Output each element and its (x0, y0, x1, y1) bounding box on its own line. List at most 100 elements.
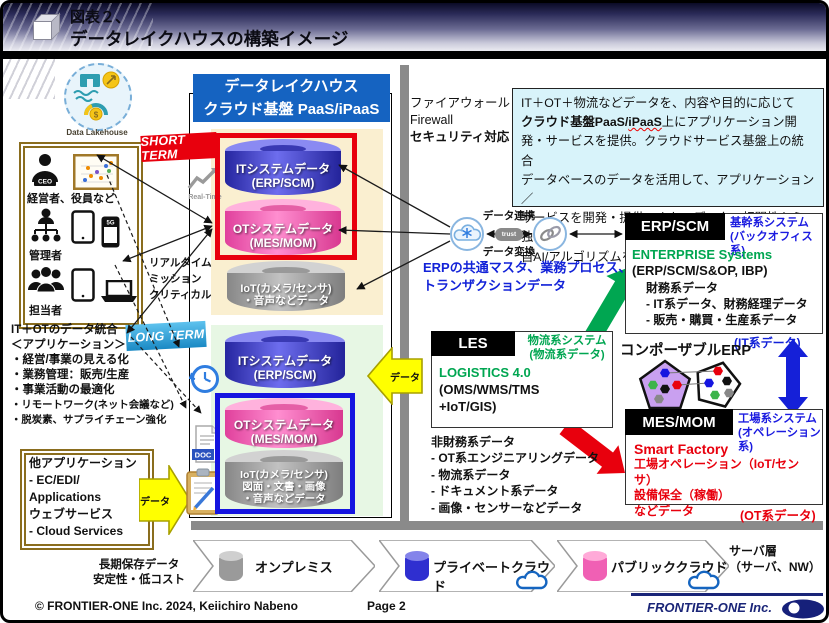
users-row2-label: 管理者 (29, 250, 62, 262)
note-line: ・経営/事業の見える化 (11, 354, 129, 366)
phone-5g-icon: 5G (101, 216, 120, 248)
ceo-icon: CEO (32, 154, 58, 186)
erp-subtitle: (ERP/SCM/S&OP, IBP) (632, 263, 768, 278)
les-body: (OMS/WMS/TMS +IoT/GIS) (439, 382, 540, 414)
header-stripes-decoration (3, 3, 153, 53)
lt-ot-cylinder-label: OTシステムデータ (MES/MOM) (233, 417, 335, 447)
integration-node-icon (450, 217, 484, 251)
lt-iot-cylinder: IoT(カメラ/センサ) 図面・文書・画像 ・音声などデータ (225, 450, 343, 508)
st-ot-cylinder-label: OTシステムデータ (MES/MOM) (232, 221, 334, 251)
lakehouse-title: データレイクハウス クラウド基盤 PaaS/iPaaS (193, 74, 390, 122)
laptop-icon (101, 280, 137, 302)
data-link-label: データ連携 (482, 210, 536, 222)
tablet-icon (71, 210, 95, 244)
page-title: データレイクハウスの構築イメージ (70, 29, 349, 49)
mes-body: 工場オペレーション（IoT/センサ） 設備保全（稼働） などデータ (634, 457, 800, 518)
firewall-note: ファイアウォール Firewall セキュリティ対応 (410, 95, 510, 146)
les-side-note: 物流系システム (物流系データ) (527, 335, 607, 361)
phone-5g-badge: 5G (106, 221, 114, 227)
erp-body: 財務系データ - IT系データ、財務経理データ - 販売・購買・生産系データ (646, 281, 808, 327)
clipboard-icon (186, 468, 220, 515)
firewall-note-bold: セキュリティ対応 (410, 130, 510, 144)
les-box: LES 物流系システム (物流系データ) LOGISTICS 4.0 (OMS/… (431, 331, 613, 428)
erp-scm-tag: ERP/SCM (625, 213, 725, 240)
other-applications-box (20, 449, 154, 550)
users-row3-label: 担当者 (29, 305, 62, 317)
data-lakehouse-caption: Data Lakehouse (66, 128, 128, 137)
ot-data-label: (OT系データ) (740, 509, 816, 523)
ceo-badge: CEO (38, 179, 52, 186)
scatter-chart-icon (73, 154, 119, 190)
footer-brand-rule (631, 593, 823, 596)
doc-label: DOC (195, 451, 212, 460)
cloud-icon (688, 570, 720, 590)
public-cloud-cylinder-icon (583, 551, 607, 581)
hexagon-modules (648, 366, 734, 404)
data-arrow-from-apps: データ (138, 463, 191, 537)
description-part2: クラウド基盤PaaS/ (521, 115, 629, 130)
firewall-horizontal-bar (191, 521, 823, 530)
lt-it-cylinder-label: ITシステムデータ (ERP/SCM) (237, 353, 333, 383)
st-iot-cylinder-label: IoT(カメラ/センサ) ・音声などデータ (240, 282, 332, 308)
erp-common-master-note: ERPの共通マスタ、業務プロセス、 トランザクションデータ (423, 260, 632, 293)
users-box: CEO 経営者、役員など 5G 管理者 (19, 142, 143, 329)
long-term-ribbon: LONG TERM (125, 320, 207, 352)
cube-icon-front (33, 21, 52, 40)
trust-badge: trust (495, 228, 523, 241)
note-line: ・脱炭素、サプライチェーン強化 (11, 415, 167, 426)
tablet-icon-2 (71, 268, 95, 302)
les-tag: LES (431, 331, 515, 356)
other-applications-text: 他アプリケーション - EC/EDI/ Applications ウェブサービス… (29, 456, 137, 538)
realtime-note: リアルタイム ミッション クリティカル (149, 257, 212, 301)
mes-mom-tag: MES/MOM (625, 409, 733, 435)
erp-scm-box: ERP/SCM 基幹系システム (バックオフィス系) ENTERPRISE Sy… (625, 213, 823, 334)
copyright: © FRONTIER-ONE Inc. 2024, Keiichiro Nabe… (35, 599, 298, 613)
private-cloud-label: プライベートクラウド (433, 560, 551, 594)
org-chart-icon (31, 208, 61, 242)
lt-iot-cylinder-label: IoT(カメラ/センサ) 図面・文書・画像 ・音声などデータ (240, 470, 328, 505)
frontier-one-logo (782, 599, 824, 619)
nonfinancial-data-list: 非財務系データ - OT系エンジニアリングデータ - 物流系データ - ドキュメ… (431, 435, 599, 515)
note-line: ・業務管理：販売/生産 (11, 369, 130, 381)
svg-text:$: $ (94, 111, 99, 120)
mes-title: Smart Factory (634, 441, 729, 457)
server-layer-label: サーバ層 （サーバ、NW） (729, 544, 821, 574)
note-line: ・リモートワーク(ネット会議など) (11, 400, 174, 411)
composable-erp-icon (638, 359, 742, 410)
data-lakehouse-icon-art: $ (73, 71, 120, 121)
st-it-cylinder: ITシステムデータ (ERP/SCM) (225, 139, 341, 195)
data-arrow-label: データ (140, 497, 170, 508)
note-line: ・事業活動の最適化 (11, 384, 115, 396)
data-lakehouse-icon: $ (64, 63, 132, 131)
users-row1-label: 経営者、役員など (27, 193, 115, 205)
data-convert-label: データ変換 (482, 246, 536, 258)
description-part1: IT＋OT＋物流などデータを、内容や目的に応じて (521, 96, 795, 110)
erp-title: ENTERPRISE Systems (632, 247, 773, 262)
header-divider-bar (3, 51, 826, 59)
private-cloud-banner: プライベートクラウド (377, 539, 557, 594)
st-ot-cylinder: OTシステムデータ (MES/MOM) (225, 199, 341, 255)
note-line: ＜アプリケーション＞ (11, 339, 126, 351)
data-arrow-label: データ (390, 373, 420, 384)
public-cloud-label: パブリッククラウド (611, 560, 728, 575)
it-ot-integration-note: IT＋OTのデータ統合 ＜アプリケーション＞ ・経営/事業の見える化 ・業務管理… (11, 323, 186, 428)
long-term-highlight-box (215, 393, 355, 514)
public-cloud-banner: パブリッククラウド (555, 539, 731, 593)
onprem-label: オンプレミス (255, 560, 333, 575)
footer-brand: FRONTIER-ONE Inc. (647, 600, 772, 615)
mes-mom-box: MES/MOM 工場系システム (オペレーション系) Smart Factory… (625, 409, 823, 518)
st-iot-cylinder: IoT(カメラ/センサ) ・音声などデータ (227, 261, 345, 311)
team-icon (28, 266, 64, 293)
long-term-storage-note: 長期保存データ 安定性・低コスト (93, 559, 185, 586)
link-node-icon (533, 217, 567, 251)
onprem-banner: オンプレミス (191, 539, 377, 593)
erp-side-note: 基幹系システム (バックオフィス系) (730, 217, 813, 257)
mes-side-note: 工場系システム (オペレーション系) (738, 413, 821, 453)
private-cloud-cylinder-icon (405, 551, 429, 581)
firewall-note-lines: ファイアウォール Firewall (410, 96, 511, 127)
page-number: Page 2 (367, 599, 406, 613)
lt-it-cylinder: ITシステムデータ (ERP/SCM) (225, 330, 345, 388)
corner-stripes-decoration (3, 59, 55, 99)
note-line: IT＋OTのデータ統合 (11, 324, 118, 336)
